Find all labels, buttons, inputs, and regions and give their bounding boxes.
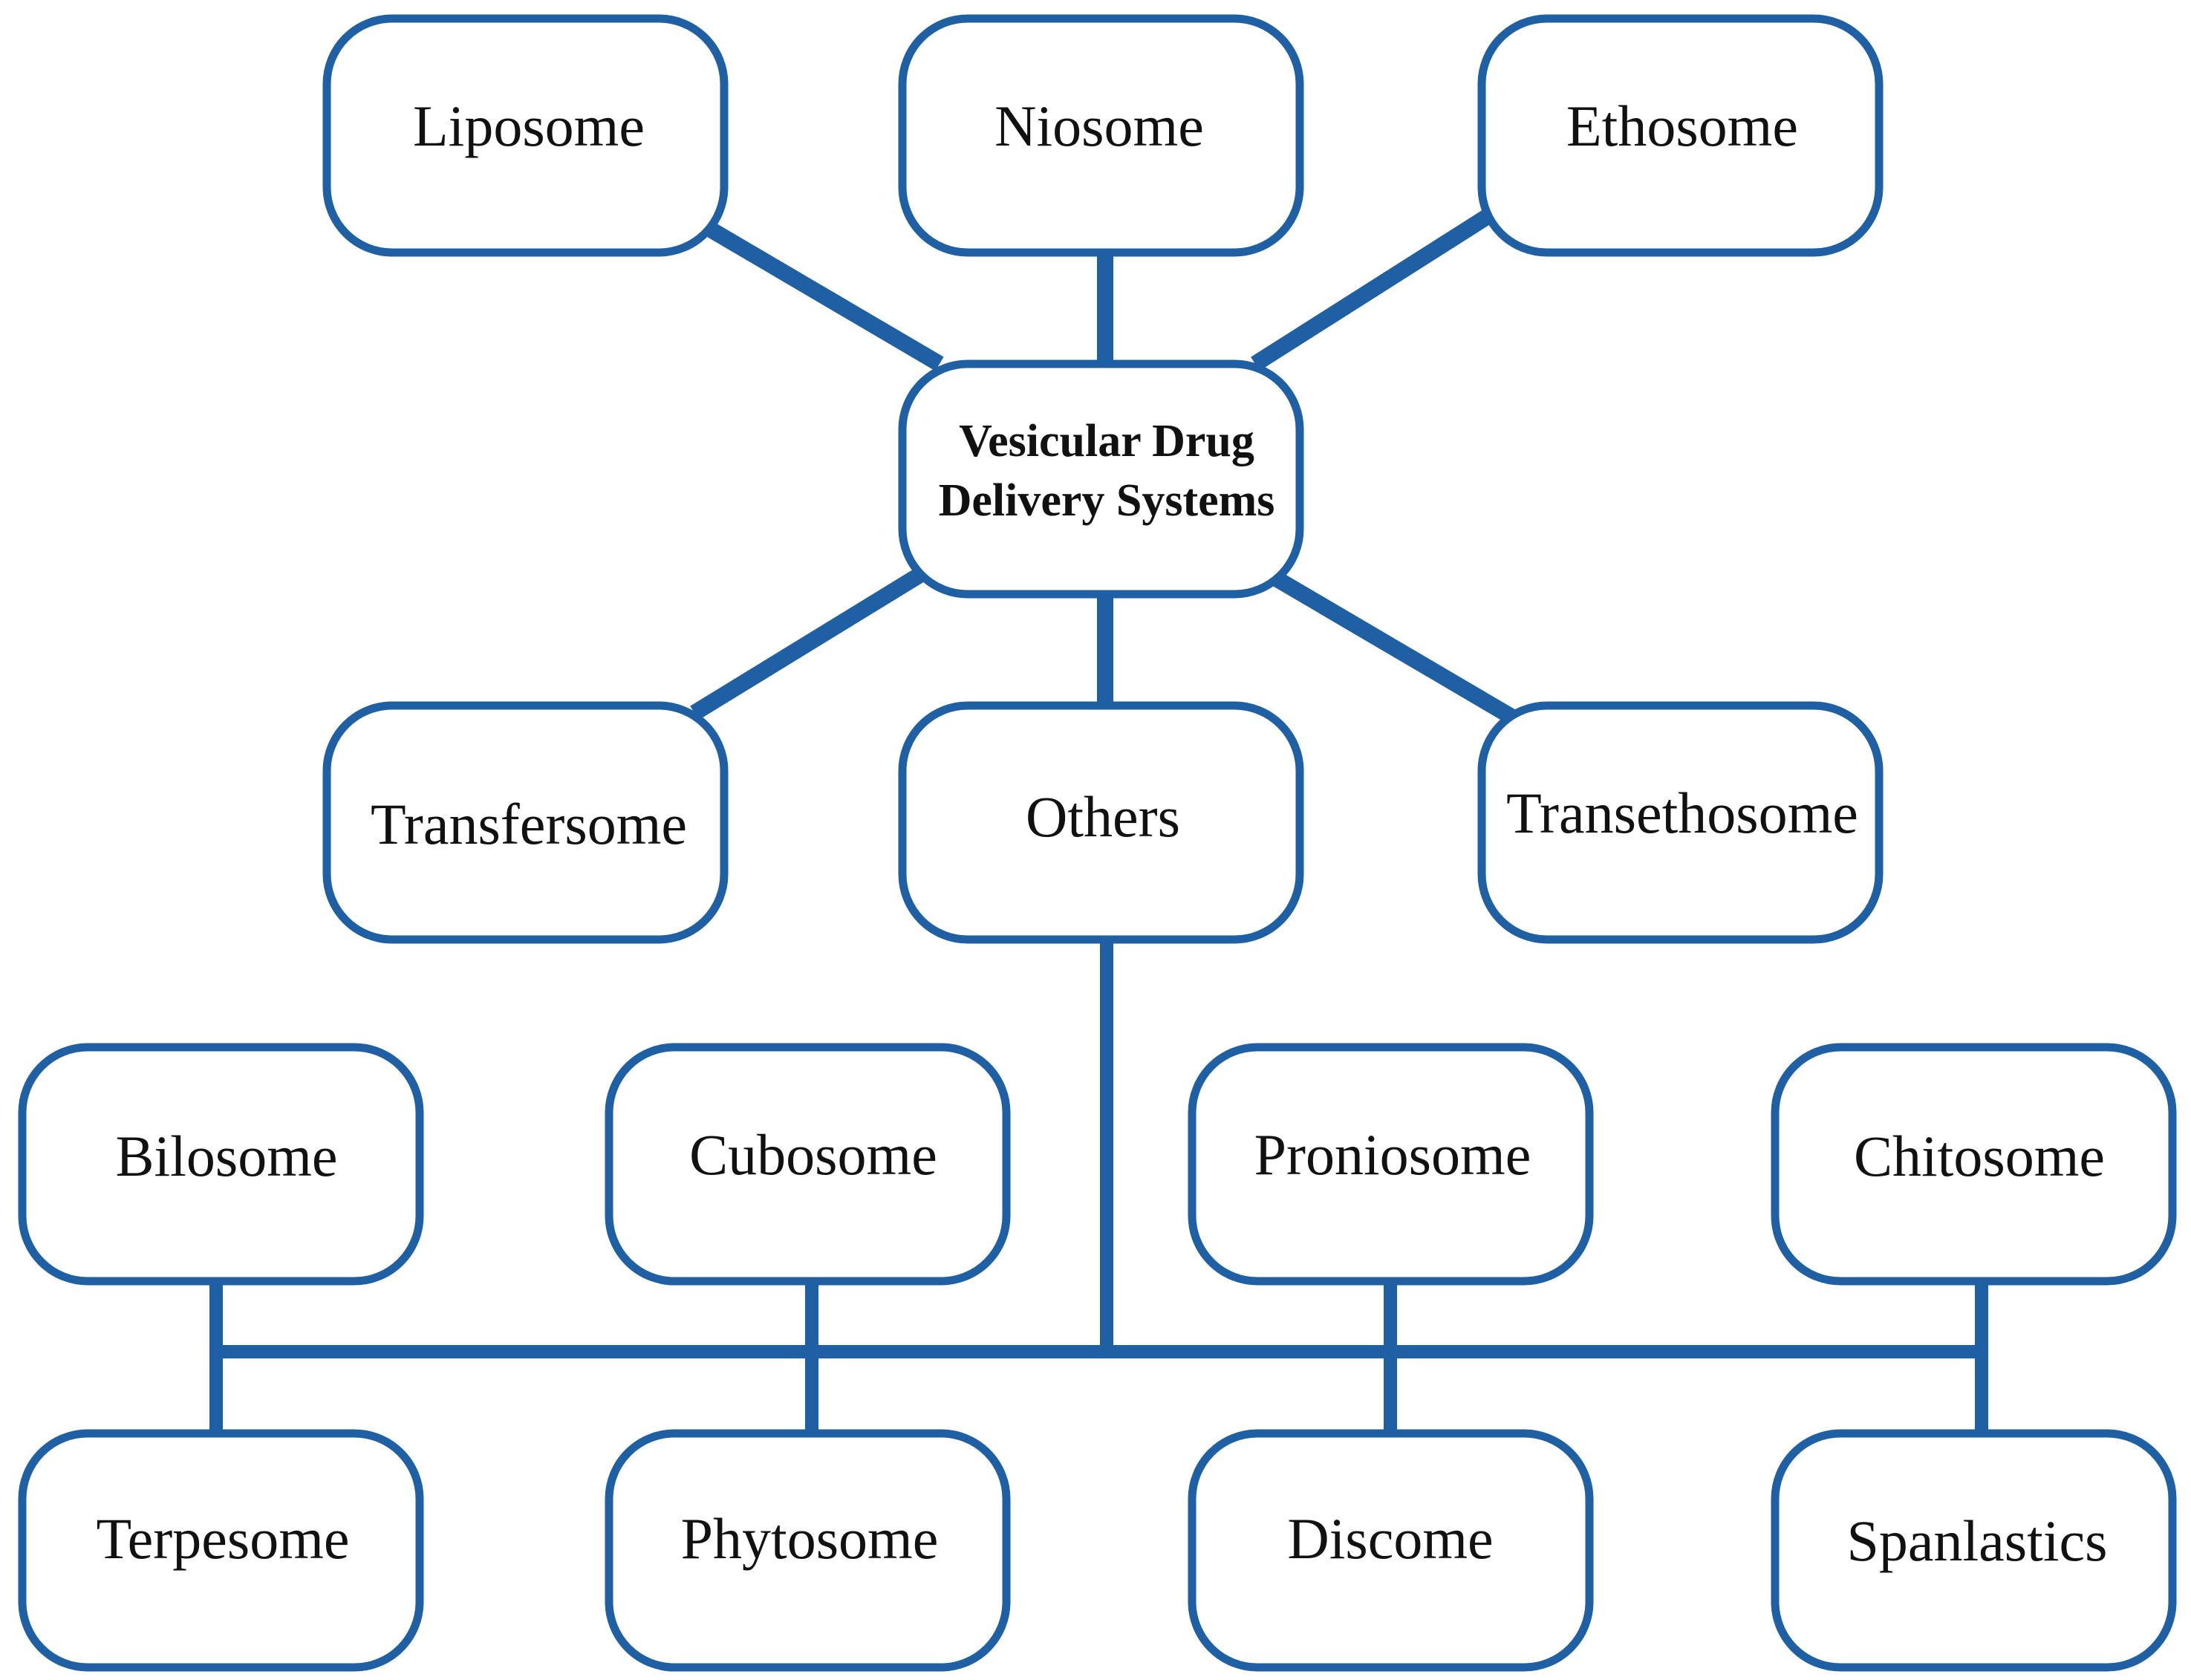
node-others-label: Others bbox=[1026, 784, 1180, 849]
node-niosome: Niosome bbox=[898, 14, 1304, 257]
connector-center-transfersome bbox=[690, 564, 929, 720]
node-transethosome: Transethosome bbox=[1477, 701, 1884, 944]
node-terpesome: Terpesome bbox=[18, 1429, 424, 1672]
node-vesicular-drug-delivery-systems: Vesicular Drug Delivery Systems bbox=[898, 359, 1304, 599]
node-ethosome-label: Ethosome bbox=[1566, 94, 1798, 158]
node-ethosome: Ethosome bbox=[1477, 14, 1884, 257]
node-spanlastics-label: Spanlastics bbox=[1847, 1508, 2108, 1573]
connector-center-ethosome bbox=[1251, 208, 1494, 371]
node-discome: Discome bbox=[1188, 1429, 1594, 1672]
node-transethosome-label: Transethosome bbox=[1506, 781, 1858, 845]
node-phytosome: Phytosome bbox=[605, 1429, 1011, 1672]
node-proniosome-label: Proniosome bbox=[1254, 1122, 1531, 1187]
node-liposome-label: Liposome bbox=[413, 94, 645, 158]
connector-center-transethosome bbox=[1273, 572, 1516, 724]
node-spanlastics: Spanlastics bbox=[1771, 1429, 2177, 1672]
node-proniosome: Proniosome bbox=[1188, 1043, 1594, 1286]
node-others: Others bbox=[898, 701, 1304, 944]
node-discome-label: Discome bbox=[1287, 1506, 1493, 1571]
node-terpesome-label: Terpesome bbox=[96, 1506, 349, 1571]
center-label-line2: Delivery Systems bbox=[939, 475, 1275, 526]
node-phytosome-label: Phytosome bbox=[681, 1506, 939, 1571]
center-label-line1: Vesicular Drug bbox=[959, 416, 1254, 466]
node-cubosome: Cubosome bbox=[605, 1043, 1011, 1286]
node-cubosome-label: Cubosome bbox=[689, 1122, 937, 1187]
node-niosome-label: Niosome bbox=[994, 94, 1204, 158]
node-chitosome: Chitosome bbox=[1771, 1043, 2177, 1286]
node-bilosome: Bilosome bbox=[18, 1043, 424, 1286]
node-liposome: Liposome bbox=[322, 14, 729, 257]
node-bilosome-label: Bilosome bbox=[115, 1124, 337, 1188]
connector-center-liposome bbox=[701, 219, 944, 371]
node-transfersome-label: Transfersome bbox=[371, 792, 687, 856]
node-chitosome-label: Chitosome bbox=[1854, 1124, 2105, 1188]
node-transfersome: Transfersome bbox=[322, 701, 729, 944]
